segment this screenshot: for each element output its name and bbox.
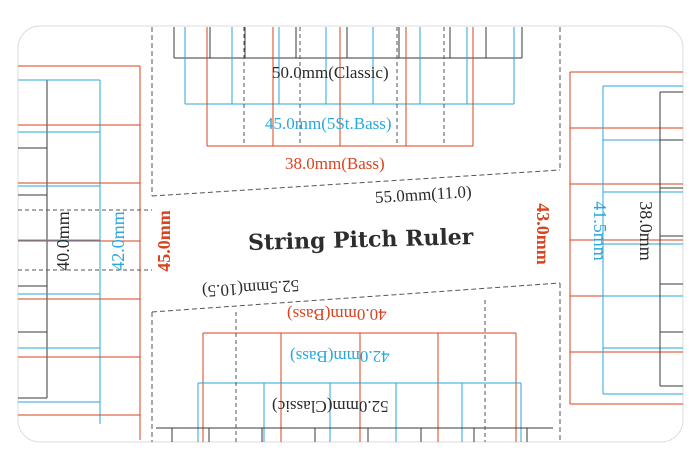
label-45mm-5st-bass: 45.0mm(5St.Bass) <box>265 114 392 133</box>
label-52mm-classic: 52.0mm(Classic) <box>272 397 389 416</box>
page-title: String Pitch Ruler <box>247 224 474 256</box>
label-right-43mm: 43.0mm <box>532 203 553 265</box>
label-left-40mm: 40.0mm <box>52 211 73 271</box>
label-right-41-5mm: 41.5mm <box>589 201 610 261</box>
label-left-45mm: 45.0mm <box>153 210 174 272</box>
label-38mm-bass: 38.0mm(Bass) <box>285 154 385 173</box>
label-left-42mm: 42.0mm <box>107 211 128 271</box>
label-50mm-classic: 50.0mm(Classic) <box>272 63 389 82</box>
label-40mm-bass: 40.0mm(Bass) <box>287 305 387 324</box>
label-right-38mm: 38.0mm <box>635 201 656 261</box>
label-42mm-bass: 42.0mm(Bass) <box>290 347 390 366</box>
